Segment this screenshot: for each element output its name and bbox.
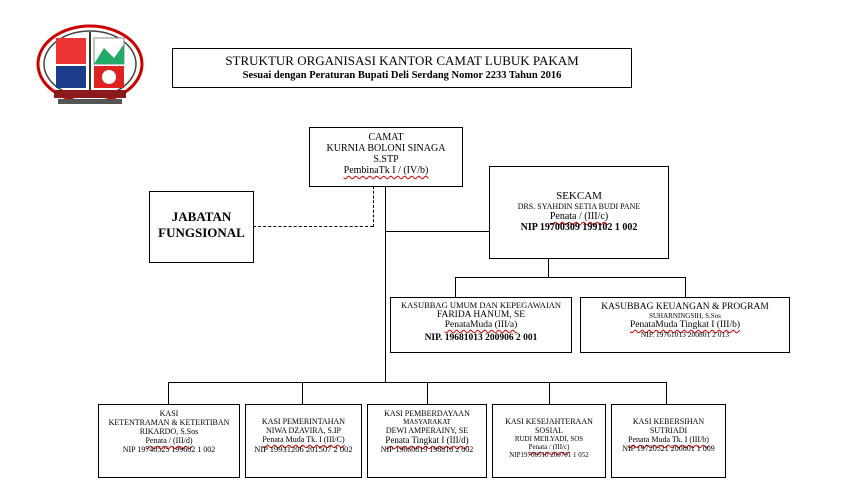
kasi-kesejahteraan-box: KASI KESEJAHTERAAN SOSIAL RUDI MEILYADI,… [492,404,606,478]
kasi-rank: Penata / (III/c) [528,443,570,451]
connector-kasi-4 [549,382,550,404]
kasubbag-title: KASUBBAG UMUM DAN KEPEGAWAIAN [400,300,562,310]
connector-camat-sekcam [385,231,489,232]
kasubbag-umum-box: KASUBBAG UMUM DAN KEPEGAWAIAN FARIDA HAN… [390,297,572,353]
kasi-rank: Penata Muda Tk. I (III/C) [262,435,345,444]
kasubbag-title: KASUBBAG KEUANGAN & PROGRAM [601,302,769,312]
kasi-name: RUDI MEILYADI, SOS [514,435,584,443]
sekcam-nip: NIP 19700309 199102 1 002 [520,222,638,233]
kasi-pemberdayaan-box: KASI PEMBERDAYAAN MASYARAKAT DEWI AMPERA… [367,404,487,478]
kasi-nip: NIP 19931206 201507 2 002 [254,444,353,454]
jabatan-fungsional-line1: JABATAN [171,209,232,224]
page-title: STRUKTUR ORGANISASI KANTOR CAMAT LUBUK P… [225,53,579,68]
kasubbag-nip: NIP. 19761013 200801 2 013 [640,330,730,339]
connector-kasi-2 [302,382,303,404]
kasi-subtitle: SUTRIADI [649,426,688,435]
kasi-rank: Penata Muda Tk. I (III/b) [628,435,709,444]
kasubbag-keuangan-box: KASUBBAG KEUANGAN & PROGRAM SUHARNINGSIH… [580,297,790,353]
kasi-nip: NIP 19660819 198810 2 002 [380,445,474,454]
sekcam-title: SEKCAM [556,190,602,202]
sekcam-box: SEKCAM DRS. SYAHDIN SETIA BUDI PANE Pena… [489,166,669,259]
sekcam-rank: Penata / (III/c) [549,211,609,222]
kasubbag-rank: PenataMuda (III/a) [444,320,518,330]
kasi-subtitle: KETENTRAMAN & KETERTIBAN [108,418,230,427]
camat-title: CAMAT [368,132,404,143]
kasi-title: KASI [159,409,179,418]
page-subtitle: Sesuai dengan Peraturan Bupati Deli Serd… [242,70,562,81]
kasi-title: KASI KESEJAHTERAAN [505,417,593,426]
connector-kasubbag-bar [455,277,686,278]
connector-kasi-5 [666,382,667,404]
camat-degree: S.STP [373,154,399,165]
kasi-title: KASI PEMERINTAHAN [261,417,346,426]
kasi-name: DEWI AMPERAINY, SE [385,426,469,435]
kasubbag-name: SUHARNINGSIH, S.Sos [649,312,721,320]
camat-box: CAMAT KURNIA BOLONI SINAGA S.STP Pembina… [309,127,463,187]
kasi-nip: NIP 19740525 199602 1 002 [122,445,216,454]
connector-camat-down [385,186,386,382]
kasubbag-nip: NIP. 19681013 200906 2 001 [424,333,538,343]
kasi-subtitle: SOSIAL [534,426,563,435]
connector-fungsional-horizontal [253,226,373,227]
connector-kasi-3 [427,382,428,404]
kasi-ketentraman-box: KASI KETENTRAMAN & KETERTIBAN RIKARDO, S… [98,404,240,478]
kasubbag-name: FARIDA HANUM, SE [436,310,526,320]
kasi-title: KASI KEBERSIHAN [632,417,705,426]
connector-kasubbag-right [685,277,686,297]
kasubbag-rank: PenataMuda Tingkat I (III/b) [629,320,741,330]
connector-sekcam-down [548,258,549,278]
kasi-subtitle: MASYARAKAT [403,418,451,426]
kasi-title: KASI PEMBERDAYAAN [384,409,470,418]
kasi-rank: Penata Tingkat I (III/d) [385,435,469,445]
kasi-rank: Penata / (III/d) [145,436,193,445]
regional-emblem-icon [36,24,144,104]
kasi-name: NIWA DZAVIRA, S.IP [266,426,341,435]
camat-name: KURNIA BOLONI SINAGA [326,143,446,154]
kasi-nip: NIP19700510 200701 1 052 [509,451,589,459]
kasi-kebersihan-box: KASI KEBERSIHAN SUTRIADI Penata Muda Tk.… [611,404,726,478]
connector-kasi-1 [168,382,169,404]
connector-kasubbag-left [455,277,456,297]
sekcam-name: DRS. SYAHDIN SETIA BUDI PANE [517,202,641,211]
connector-fungsional-vertical [373,186,374,227]
kasi-pemerintahan-box: KASI PEMERINTAHAN NIWA DZAVIRA, S.IP Pen… [245,404,362,478]
jabatan-fungsional-box: JABATAN FUNGSIONAL [149,191,254,263]
connector-kasi-bar [168,382,667,383]
kasi-name: RIKARDO, S.Sos [139,427,199,436]
title-box: STRUKTUR ORGANISASI KANTOR CAMAT LUBUK P… [172,48,632,88]
jabatan-fungsional-line2: FUNGSIONAL [158,225,245,240]
kasi-nip: NIP 19720521 200801 1 009 [622,444,715,453]
camat-rank: PembinaTk I / (IV/b) [343,165,429,176]
